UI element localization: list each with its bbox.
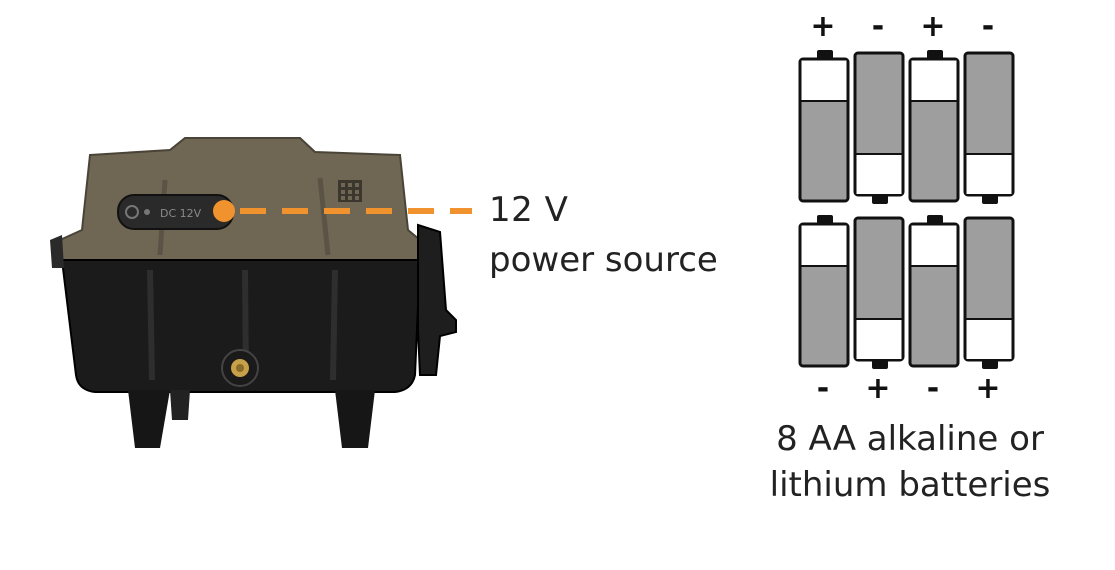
battery-up-icon <box>798 215 850 368</box>
battery-up-icon <box>798 50 850 203</box>
shell-ridge <box>317 177 331 256</box>
tripod-mount-icon <box>221 349 259 387</box>
battery-down-icon <box>963 51 1015 204</box>
polarity-sign: + <box>920 9 946 44</box>
polarity-sign: + <box>975 371 1001 406</box>
polarity-sign: + <box>810 9 836 44</box>
battery-caption-line2: lithium batteries <box>769 465 1051 505</box>
battery-down-icon <box>853 216 905 369</box>
battery-diagram <box>798 50 1015 369</box>
vent-grille <box>338 180 362 202</box>
body-rib <box>147 269 155 381</box>
polarity-sign: - <box>926 371 940 406</box>
battery-up-icon <box>908 215 960 368</box>
battery-down-icon <box>853 51 905 204</box>
polarity-sign: - <box>871 9 885 44</box>
polarity-sign: + <box>865 371 891 406</box>
voltage-label: 12 V <box>489 190 569 230</box>
dc-port-marker <box>213 200 235 222</box>
camera-illustration: DC 12V <box>50 137 472 448</box>
power-source-label: power source <box>489 240 718 280</box>
polarity-sign: - <box>816 371 830 406</box>
latch-icon <box>417 223 457 376</box>
battery-down-icon <box>963 216 1015 369</box>
polarity-sign: - <box>981 9 995 44</box>
battery-caption-line1: 8 AA alkaline or <box>776 419 1044 459</box>
left-hinge <box>50 235 64 268</box>
body-rib <box>330 269 338 381</box>
dc-port-label: DC 12V <box>160 207 202 220</box>
dc-port-cover: DC 12V <box>117 194 234 230</box>
camera-foot-right <box>335 390 375 448</box>
camera-top-shell <box>59 137 421 261</box>
camera-foot-left <box>128 390 170 448</box>
battery-up-icon <box>908 50 960 203</box>
camera-foot-mid <box>170 390 190 420</box>
